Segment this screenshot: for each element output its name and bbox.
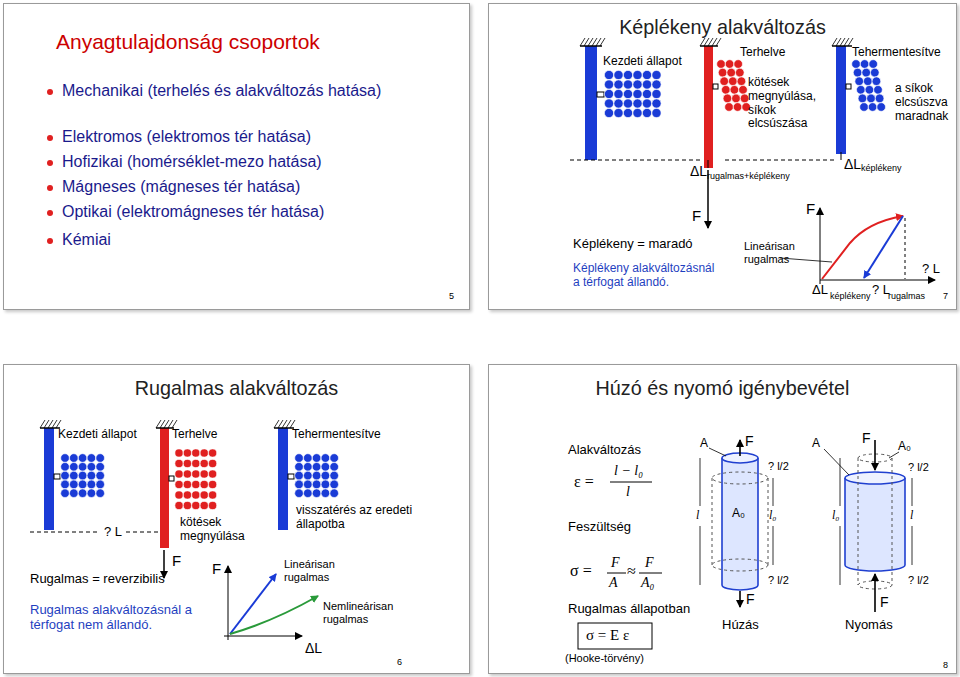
text-label: ? l/2 xyxy=(908,461,929,474)
text-label: Húzás xyxy=(722,618,759,633)
text-label: Elektromos (elektromos tér hatása) xyxy=(62,128,311,146)
text-label: Nemlineárisan rugalmas xyxy=(323,600,403,625)
text-label: Terhelve xyxy=(740,46,785,60)
text-label: 7 xyxy=(943,291,948,301)
plastic-bars xyxy=(570,46,851,228)
text-label: Rugalmas alakváltozásnál a térfogat nem … xyxy=(30,603,195,633)
text-label: Kémiai xyxy=(62,231,111,249)
text-label: A xyxy=(609,575,618,591)
text-label: ΔL xyxy=(844,156,861,172)
text-label: 6 xyxy=(397,657,402,667)
text-label: ? l/2 xyxy=(908,574,929,587)
text-label: Rugalmas állapotban xyxy=(568,602,690,617)
text-label: a síkok elcsúszva maradnak xyxy=(895,82,953,123)
text-label: Hofizikai (homérséklet-mezo hatása) xyxy=(62,153,322,171)
text-label: l xyxy=(910,509,913,523)
text-label: A₀ xyxy=(641,575,654,591)
text-label: rugalmas xyxy=(888,291,925,301)
text-label: σ = E ε xyxy=(586,627,629,644)
tension-cylinder xyxy=(700,440,773,607)
text-label: Alakváltozás xyxy=(568,443,641,458)
text-label: F xyxy=(212,560,221,577)
text-label: F xyxy=(692,207,701,224)
text-label: ≈ xyxy=(627,562,636,580)
text-label: l xyxy=(626,484,630,500)
text-label: ΔL xyxy=(690,163,707,179)
text-label: Rugalmas = reverzibilis xyxy=(30,572,165,587)
text-label: Képlékeny = maradó xyxy=(573,237,693,252)
text-label: Terhelve xyxy=(172,428,217,442)
text-label: Képlékeny alakváltozásnál a térfogat áll… xyxy=(573,262,723,290)
text-label: ? l/2 xyxy=(768,460,789,473)
slide-title: Rugalmas alakváltozás xyxy=(4,377,469,400)
text-label: F xyxy=(745,433,754,449)
text-label: l xyxy=(696,509,699,523)
text-label: visszatérés az eredeti állapotba xyxy=(296,504,416,532)
text-label: ? L xyxy=(872,283,890,298)
text-label: kötések megnyúlása, síkok elcsúszása xyxy=(748,76,828,131)
text-label: F xyxy=(880,594,889,610)
atom-grids xyxy=(40,38,886,510)
text-label: Feszültség xyxy=(568,520,631,535)
text-label: A xyxy=(700,437,708,451)
text-label: rugalmas+képlékeny xyxy=(707,171,790,181)
plastic-graph xyxy=(780,208,935,284)
bullet-dots xyxy=(47,89,53,244)
text-label: 8 xyxy=(943,660,948,670)
slide-title: Képlékeny alakváltozás xyxy=(489,16,956,39)
text-label: Mechanikai (terhelés és alakváltozás hat… xyxy=(62,82,392,100)
text-label: A xyxy=(812,437,820,451)
text-label: A₀ xyxy=(732,507,745,521)
compression-cylinder xyxy=(824,440,912,612)
text-label: σ = xyxy=(570,562,592,580)
text-label: Optikai (elektromágneses tér hatása) xyxy=(62,203,324,221)
text-label: A₀ xyxy=(898,440,911,454)
text-label: ΔL xyxy=(812,283,828,298)
text-label: F xyxy=(746,591,755,607)
slide-title: Anyagtulajdonság csoportok xyxy=(56,30,320,54)
text-label: l − l₀ xyxy=(614,463,643,479)
text-label: Nyomás xyxy=(845,618,893,633)
text-label: kötések megnyúlása xyxy=(180,516,260,544)
text-label: Tehermentesítve xyxy=(292,428,381,442)
text-label: ? L xyxy=(922,262,940,277)
text-label: Kezdeti állapot xyxy=(58,428,137,442)
text-label: ? l/2 xyxy=(768,574,789,587)
text-label: Lineárisan rugalmas xyxy=(284,558,346,583)
text-label: F xyxy=(862,430,871,446)
text-label: Mágneses (mágneses tér hatása) xyxy=(62,178,300,196)
text-label: F xyxy=(611,555,620,571)
text-label: F xyxy=(806,200,815,217)
text-label: l₀ xyxy=(769,509,777,523)
elastic-bars xyxy=(30,428,294,578)
text-label: ? L xyxy=(104,525,122,540)
text-label: Tehermentesítve xyxy=(852,46,941,60)
text-label: F xyxy=(645,555,654,571)
text-label: képlékeny xyxy=(861,163,902,173)
text-label: Kezdeti állapot xyxy=(603,55,682,69)
text-label: ΔL xyxy=(305,640,322,656)
slide-title: Húzó és nyomó igénybevétel xyxy=(489,377,956,400)
text-label: 5 xyxy=(449,291,454,301)
text-label: (Hooke-törvény) xyxy=(565,652,644,665)
text-label: ε = xyxy=(574,473,594,491)
text-label: l₀ xyxy=(832,509,840,523)
text-label: Lineárisan rugalmas xyxy=(744,240,806,265)
text-label: F xyxy=(172,552,181,569)
text-label: képlékeny xyxy=(830,291,871,301)
